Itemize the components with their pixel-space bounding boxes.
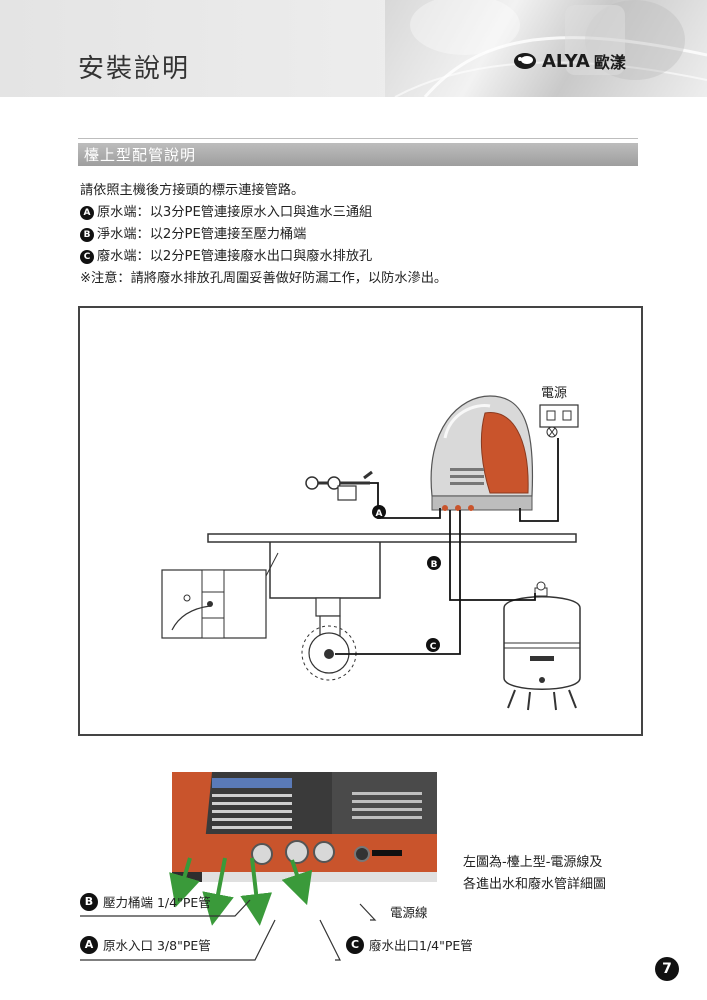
instruction-text: 廢水端：以2分PE管連接廢水出口與廢水排放孔 <box>97 249 373 264</box>
letter-badge: A <box>80 206 94 220</box>
brand-mark-icon <box>514 53 536 69</box>
tube-c <box>335 510 461 655</box>
header-photo <box>385 0 707 97</box>
instruction-item-a: A 原水端：以3分PE管連接原水入口與進水三通組 <box>80 202 447 224</box>
letter-badge-c: C <box>346 935 364 954</box>
power-cord-label: 電源線 <box>390 905 428 920</box>
instruction-item-b: B 淨水端：以2分PE管連接至壓力桶端 <box>80 224 447 246</box>
callout-b-text: 壓力桶端 1/4"PE管 <box>103 895 211 910</box>
caption-line-1: 左圖為-檯上型-電源線及 <box>463 855 603 870</box>
instruction-text: 淨水端：以2分PE管連接至壓力桶端 <box>97 227 307 242</box>
drain-saddle <box>324 649 334 659</box>
page-number: 7 <box>655 957 679 981</box>
callout-b: B 壓力桶端 1/4"PE管 <box>80 892 211 911</box>
section-title: 檯上型配管說明 <box>84 146 197 164</box>
callout-c-text: 廢水出口1/4"PE管 <box>369 938 473 953</box>
instruction-intro: 請依照主機後方接頭的標示連接管路。 <box>80 183 305 198</box>
marker-a <box>372 505 386 519</box>
instruction-note: ※注意：請將廢水排放孔周圍妥善做好防漏工作，以防水滲出。 <box>80 271 448 286</box>
arrow-power <box>281 859 313 906</box>
svg-text:C: C <box>430 642 437 652</box>
countertop <box>207 533 577 543</box>
power-label: 電源 <box>541 386 567 401</box>
letter-badge: C <box>80 250 94 264</box>
sink-basin <box>269 542 381 599</box>
header-decoration <box>394 0 707 97</box>
photo-caption: 左圖為-檯上型-電源線及 各進出水和廢水管詳細圖 <box>463 852 606 896</box>
arrow-a <box>202 857 234 926</box>
brand-logo: ALYA 歐漾 <box>512 48 626 74</box>
pressure-tank <box>503 581 581 711</box>
callout-power-cord: 電源線 <box>390 902 428 921</box>
callout-a-text: 原水入口 3/8"PE管 <box>103 938 211 953</box>
section-divider <box>78 138 638 139</box>
marker-c <box>426 638 440 652</box>
letter-badge: B <box>80 228 94 242</box>
instruction-text: 原水端：以3分PE管連接原水入口與進水三通組 <box>97 205 373 220</box>
brand-name: ALYA <box>542 50 590 72</box>
caption-line-2: 各進出水和廢水管詳細圖 <box>463 877 607 892</box>
instruction-item-c: C 廢水端：以2分PE管連接廢水出口與廢水排放孔 <box>80 246 447 268</box>
installation-diagram: 電源 A B C <box>78 306 643 736</box>
svg-text:A: A <box>376 509 383 519</box>
machine-back-illustration <box>172 772 437 882</box>
sink-drain <box>315 597 341 617</box>
page-title: 安裝說明 <box>78 54 191 84</box>
section-bar <box>78 143 638 166</box>
letter-badge-b: B <box>80 892 98 911</box>
power-cord <box>519 438 559 522</box>
drain-highlight-circle <box>301 625 357 681</box>
power-outlet-icon <box>539 404 579 428</box>
callout-c: C 廢水出口1/4"PE管 <box>346 935 473 954</box>
instructions: 請依照主機後方接頭的標示連接管路。 A 原水端：以3分PE管連接原水入口與進水三… <box>80 180 447 290</box>
callout-arrows <box>80 857 377 961</box>
arrow-b <box>169 857 200 908</box>
marker-b <box>427 556 441 570</box>
brand-cjk: 歐漾 <box>593 53 626 72</box>
plumbing-diagram: 電源 A B C <box>161 386 581 711</box>
svg-text:B: B <box>431 560 438 570</box>
callout-a: A 原水入口 3/8"PE管 <box>80 935 211 954</box>
purifier-machine <box>430 395 534 511</box>
letter-badge-a: A <box>80 935 98 954</box>
arrow-c <box>240 857 273 926</box>
machine-back-photo <box>172 772 437 882</box>
tube-b <box>449 510 536 601</box>
